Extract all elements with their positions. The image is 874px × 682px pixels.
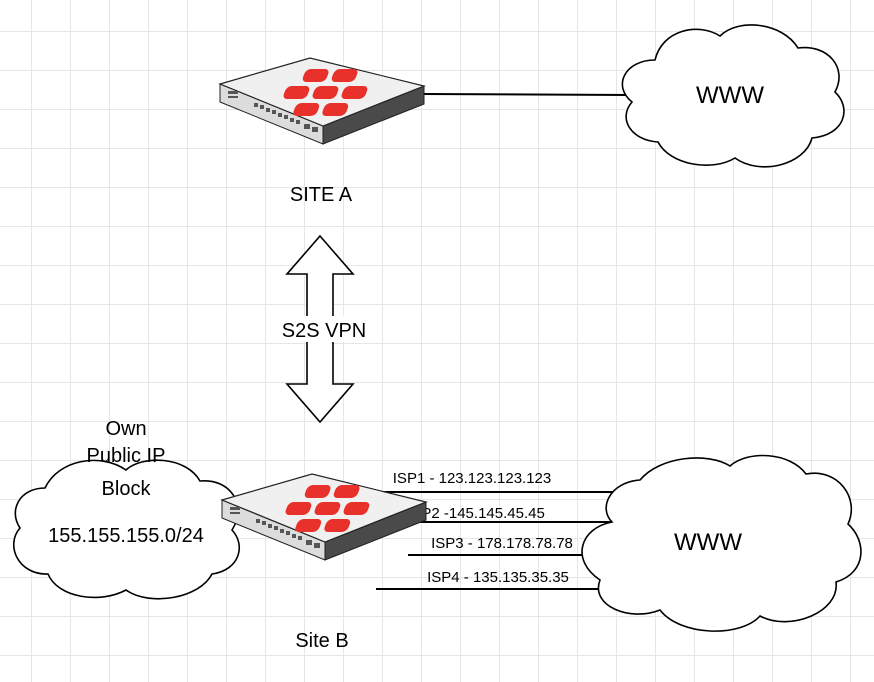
isp3-label: ISP3 - 178.178.78.78 [431, 535, 573, 552]
vpn-label-background [276, 316, 372, 342]
own-block-line1: Own [105, 418, 146, 440]
site-b-cloud-icon [581, 454, 862, 632]
site-b-label: Site B [295, 630, 348, 652]
isp1-label: ISP1 - 123.123.123.123 [393, 470, 551, 487]
site-a-cloud-label: WWW [696, 82, 764, 109]
site-b-cloud-label: WWW [674, 529, 742, 556]
site-a-label: SITE A [290, 184, 353, 206]
site-a-uplink-line [421, 93, 631, 96]
site-a-cloud-icon [621, 24, 845, 168]
site-a-firewall-icon [219, 57, 425, 145]
isp2-label: ISP2 -145.145.45.45 [407, 505, 545, 522]
own-block-line2: Public IP [87, 445, 166, 467]
own-block-line3: Block [102, 478, 152, 500]
own-block-prefix: 155.155.155.0/24 [48, 525, 204, 547]
own-ip-block-cloud-icon [12, 459, 241, 600]
vpn-label: S2S VPN [282, 320, 366, 342]
isp4-label: ISP4 - 135.135.35.35 [427, 569, 569, 586]
